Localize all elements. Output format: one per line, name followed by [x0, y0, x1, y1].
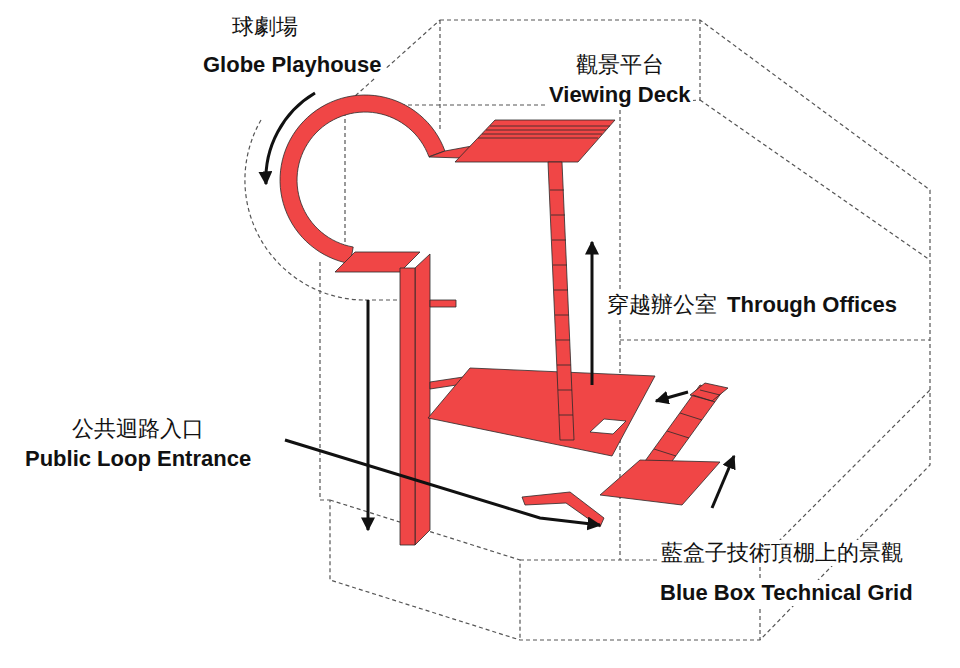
volume-outline: [439, 20, 440, 130]
column-front: [400, 268, 415, 545]
grid-stair-top: [690, 383, 728, 401]
tread: [557, 365, 571, 366]
tread: [553, 265, 567, 266]
grid-slab: [600, 460, 720, 505]
callout-label: Through Offices: [724, 292, 900, 318]
flow-arrow: [266, 93, 734, 530]
volume-outline: [320, 262, 330, 500]
tread: [486, 130, 606, 131]
flow-arrow: [712, 456, 734, 508]
flow-arrow: [591, 242, 594, 385]
volume-outline: [345, 105, 620, 560]
tread: [551, 215, 565, 216]
tread: [654, 449, 676, 456]
office-stair: [548, 162, 574, 440]
office-plate: [428, 368, 655, 456]
callout-label: 觀景平台: [573, 52, 667, 78]
tread: [554, 290, 568, 291]
tread: [555, 315, 569, 316]
tread: [558, 390, 572, 391]
callout-label: 球劇場: [229, 14, 301, 40]
flow-arrow: [367, 300, 370, 530]
tread: [559, 415, 573, 416]
tread: [482, 134, 602, 135]
small-slab: [430, 300, 456, 307]
volume-outline: [344, 105, 345, 262]
callout-label: Viewing Deck: [546, 82, 693, 108]
callout-label: Public Loop Entrance: [22, 446, 254, 472]
volume-outline: [245, 20, 930, 640]
flow-arrow: [266, 93, 315, 184]
callout-label: Blue Box Technical Grid: [657, 580, 916, 606]
callout-label: 公共迴路入口: [69, 416, 207, 442]
callout-label: 穿越辦公室: [604, 292, 720, 318]
tread: [700, 390, 720, 395]
tread: [556, 340, 570, 341]
tread: [478, 138, 598, 139]
plate-opening: [590, 419, 626, 434]
tread: [490, 126, 610, 127]
flow-arrow: [656, 392, 688, 401]
tread: [550, 190, 564, 191]
volume-outline: [620, 339, 930, 340]
flow-arrow: [285, 440, 600, 525]
tread: [552, 240, 566, 241]
callout-label: 藍盒子技術頂棚上的景觀: [658, 540, 906, 566]
tread: [667, 431, 689, 438]
globe-ring: [280, 95, 445, 264]
column-side: [415, 254, 430, 545]
callout-label: Globe Playhouse: [200, 52, 385, 78]
viewing-deck: [455, 120, 615, 162]
volume-outline: [330, 20, 930, 640]
volume-outline: [700, 100, 930, 260]
public-loop: [280, 95, 728, 545]
tread: [693, 395, 715, 402]
tread: [680, 413, 702, 420]
stair-hatch: [478, 126, 720, 456]
